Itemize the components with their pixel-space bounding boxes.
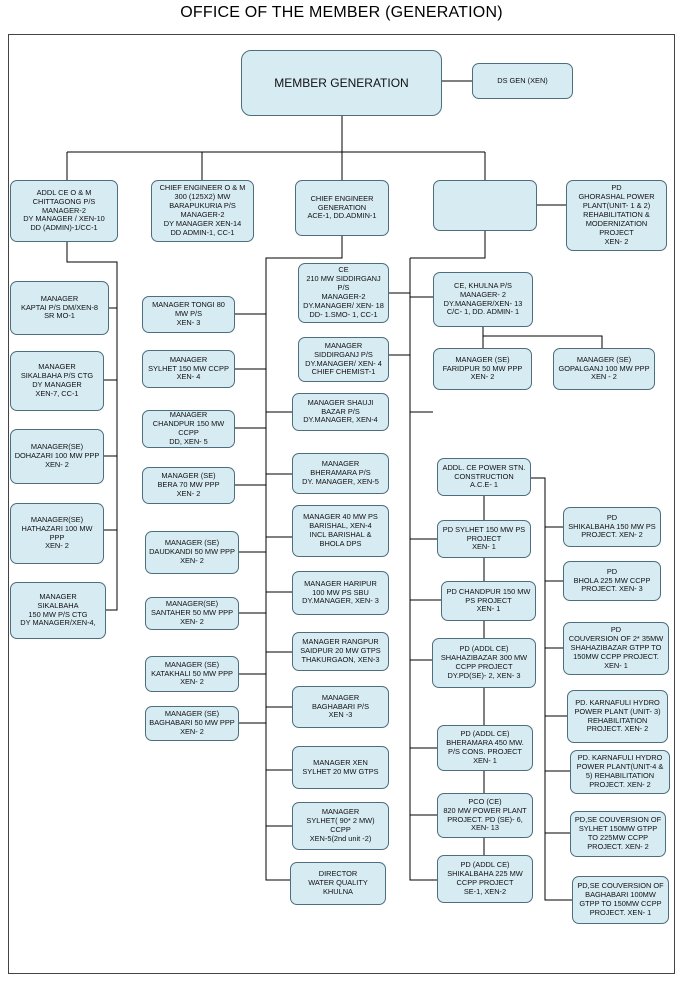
water-quality-box: DIRECTOR WATER QUALITY KHULNA — [290, 862, 386, 905]
pd-ghorashal-box: PD GHORASHAL POWER PLANT(UNIT- 1 & 2) RE… — [566, 180, 667, 251]
addl-ce-construction-box: ADDL. CE POWER STN. CONSTRUCTION A.C.E- … — [437, 458, 531, 496]
pd-couversion-sylhet-box: PD,SE COUVERSION OF SYLHET 150MW GTPP TO… — [570, 811, 666, 857]
barishal-box: MANAGER 40 MW PS BARISHAL, XEN-4 INCL BA… — [292, 505, 389, 557]
ce-khulna-box: CE, KHULNA P/S MANAGER- 2 DY.MANAGER/XEN… — [433, 272, 533, 327]
connector — [531, 477, 572, 901]
faridpur-box: MANAGER (SE) FARIDPUR 50 MW PPP XEN- 2 — [433, 348, 532, 390]
connector — [389, 258, 411, 294]
siddirganj-ps-box: MANAGER SIDDIRGANJ P/S DY.MANAGER/ XEN- … — [298, 337, 389, 382]
pd-shikalbaha-150-box: PD SHIKALBAHA 150 MW PS PROJECT. XEN- 2 — [563, 507, 661, 547]
addl-ce-chittagong-box: ADDL CE O & M CHITTAGONG P/S MANAGER-2 D… — [10, 180, 118, 242]
connector — [265, 236, 343, 881]
pd-couversion-baghabari-box: PD,SE COUVERSION OF BAGHABARI 100MW GTPP… — [572, 876, 669, 924]
shaujibazar-box: MANAGER SHAUJI BAZAR P/S DY.MANAGER, XEN… — [292, 393, 389, 431]
siddirganj-210-box: CE 210 MW SIDDIRGANJ P/S MANAGER-2 DY.MA… — [298, 263, 389, 323]
baghabari-ps-box: MANAGER BAGHABARI P/S XEN -3 — [292, 686, 389, 728]
kaptai-box: MANAGER KAPTAI P/S DM/XEN-8 SR MO-1 — [10, 281, 109, 335]
chart-title: OFFICE OF THE MEMBER (GENERATION) — [180, 4, 503, 21]
dohazari-box: MANAGER(SE) DOHAZARI 100 MW PPP XEN- 2 — [10, 429, 104, 484]
connector — [482, 327, 603, 348]
connector — [66, 242, 118, 611]
ce-generation-box: CHIEF ENGINEER GENERATION ACE-1, DD.ADMI… — [295, 180, 389, 236]
tongi-box: MANAGER TONGI 80 MW P/S XEN- 3 — [142, 296, 235, 333]
sylhet-20-box: MANAGER XEN SYLHET 20 MW GTPS — [292, 746, 389, 789]
sikalbaha-150-box: MANAGER SIKALBAHA 150 MW P/S CTG DY MANA… — [10, 582, 106, 639]
pd-chandpur-150-box: PD CHANDPUR 150 MW PS PROJECT XEN- 1 — [441, 581, 536, 621]
haripur-box: MANAGER HARIPUR 100 MW PS SBU DY.MANAGER… — [292, 571, 389, 615]
diagram-frame — [8, 34, 675, 974]
ce-ghorasal-box — [433, 180, 537, 231]
connector — [409, 258, 437, 881]
baghabari-50-box: MANAGER (SE) BAGHABARI 50 MW PPP XEN- 2 — [145, 706, 239, 741]
bheramara-box: MANAGER BHERAMARA P/S DY. MANAGER, XEN-5 — [292, 453, 389, 494]
gopalganj-box: MANAGER (SE) GOPALGANJ 100 MW PPP XEN - … — [553, 348, 655, 390]
ds-gen-box: DS GEN (XEN) — [472, 63, 573, 99]
sylhet-90-box: MANAGER SYLHET( 90* 2 MW) CCPP XEN-5(2nd… — [292, 802, 389, 850]
member-generation-box: MEMBER GENERATION — [241, 50, 442, 116]
pd-karnafuli-45-box: PD. KARNAFULI HYDRO POWER PLANT(UNIT-4 &… — [570, 750, 670, 794]
sylhet-150-box: MANAGER SYLHET 150 MW CCPP XEN- 4 — [142, 350, 235, 388]
rangpur-box: MANAGER RANGPUR SAIDPUR 20 MW GTPS THAKU… — [292, 632, 389, 671]
pco-820-box: PCO (CE) 820 MW POWER PLANT PROJECT. PD … — [437, 793, 533, 838]
pd-shahazibazar-box: PD (ADDL CE) SHAHAZIBAZAR 300 MW CCPP PR… — [432, 638, 536, 688]
santaher-box: MANAGER(SE) SANTAHER 50 MW PPP XEN- 2 — [145, 597, 239, 630]
pd-sylhet-150-box: PD SYLHET 150 MW PS PROJECT XEN- 1 — [437, 520, 531, 558]
pd-bhola-box: PD BHOLA 225 MW CCPP PROJECT. XEN- 3 — [563, 561, 661, 601]
chandpur-150-box: MANAGER CHANDPUR 150 MW CCPP DD, XEN- 5 — [142, 410, 235, 448]
pd-karnafuli-3-box: PD. KARNAFULI HYDRO POWER PLANT (UNIT- 3… — [567, 690, 668, 743]
bera-box: MANAGER (SE) BERA 70 MW PPP XEN- 2 — [142, 467, 235, 504]
pd-shikalbaha-225-box: PD (ADDL CE) SHIKALBAHA 225 MW CCPP PROJ… — [437, 855, 533, 903]
daudkandi-box: MANAGER (SE) DAUDKANDI 50 MW PPP XEN- 2 — [145, 531, 239, 574]
pd-bheramara-450-box: PD (ADDL CE) BHERAMARA 450 MW. P/S CONS.… — [437, 725, 533, 771]
connector — [410, 231, 486, 259]
ce-barapukuria-box: CHIEF ENGINEER O & M 300 (125X2) MW BARA… — [151, 180, 254, 242]
pd-couversion-shahazibazar-box: PD COUVERSION OF 2* 35MW SHAHAZIBAZAR GT… — [563, 622, 669, 675]
sikalbaha-ctg-box: MANAGER SIKALBAHA P/S CTG DY MANAGER XEN… — [10, 351, 104, 411]
katakhali-box: MANAGER (SE) KATAKHALI 50 MW PPP XEN- 2 — [145, 656, 239, 692]
hathazari-box: MANAGER(SE) HATHAZARI 100 MW PPP XEN- 2 — [10, 503, 104, 564]
